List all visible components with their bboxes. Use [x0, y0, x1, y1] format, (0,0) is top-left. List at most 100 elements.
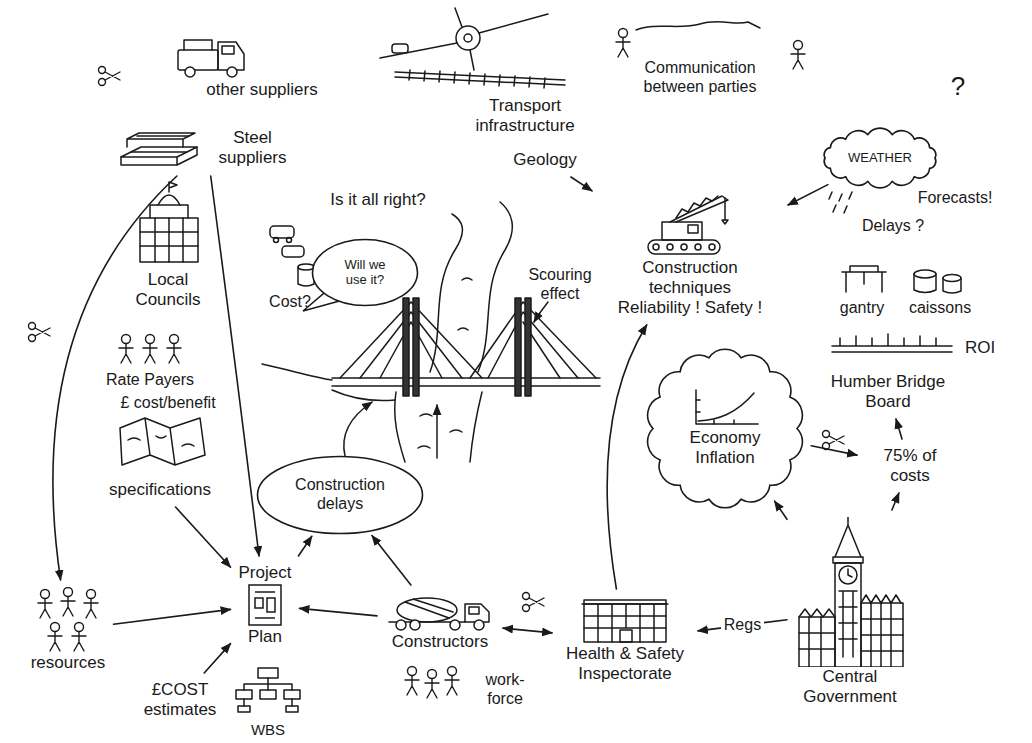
crane-icon: [640, 192, 740, 258]
people-figure: [445, 667, 459, 696]
bridge-deck-icon: [832, 334, 952, 352]
node-text: Will we use it?: [333, 257, 397, 287]
scissors-symbol: [823, 431, 845, 450]
annotation-text: ?: [951, 71, 965, 101]
bigben-icon: [861, 603, 903, 667]
connector-arrow: [298, 536, 311, 556]
node-text: Humber Bridge Board: [823, 372, 953, 412]
labelled-item: 75% of costs: [861, 443, 959, 489]
plan-icon: [255, 591, 275, 593]
annotation-text: Transport infrastructure: [465, 96, 585, 136]
labelled-item: £COST estimates: [134, 677, 227, 723]
rich-picture-illustration: [29, 8, 962, 712]
delay-arrow: [344, 402, 372, 456]
chart-icon: [696, 400, 734, 424]
node-subtext: Plan: [248, 627, 282, 647]
node-text: WEATHER: [848, 150, 912, 165]
transport-icon: [464, 34, 472, 42]
river: [395, 392, 482, 462]
crane-icon: [688, 225, 698, 233]
cloud-outline: [641, 344, 809, 513]
ellipse-node: Construction delays: [256, 455, 424, 535]
cloud-node: Economy Inflation: [641, 344, 809, 513]
crane-icon: [670, 196, 728, 222]
labelled-item: ProjectPlan: [235, 560, 296, 650]
people-figure: [616, 29, 630, 58]
council-building: [140, 182, 198, 262]
river: [418, 414, 462, 448]
node-text: £COST estimates: [138, 680, 223, 720]
bridge-illustration: [515, 298, 521, 396]
crane-icon: [648, 196, 728, 254]
truck-icon: [389, 598, 489, 630]
council-building: [158, 182, 180, 205]
annotation-text: work-force: [475, 671, 535, 708]
caisson-icon: [943, 275, 961, 282]
truck-icon: [222, 46, 234, 54]
crane-icon: [695, 244, 701, 250]
node-content: specifications: [105, 477, 215, 503]
truck-icon: [397, 598, 457, 622]
transport-icon: [392, 44, 408, 53]
river: [395, 202, 513, 462]
node-content: Constructors: [381, 589, 499, 655]
truck-icon: [405, 599, 453, 618]
caisson-icon: [914, 274, 936, 293]
node-text: Project: [239, 563, 292, 583]
crane-icon: [653, 244, 659, 250]
bubble-node: Will we use it?: [311, 238, 419, 307]
node-content: Economy Inflation: [676, 385, 774, 471]
cloud-shape: [648, 349, 803, 508]
wbs-tree: [238, 706, 250, 712]
annotation-text: Is it all right?: [330, 190, 425, 210]
connector-arrow: [204, 644, 230, 673]
truck-icon: [184, 40, 212, 50]
annotation-text: Local Councils: [128, 270, 208, 310]
node-content: Health & Safety Inspectorate: [556, 593, 694, 687]
people-figure: [791, 41, 805, 70]
annotation-text: gantry: [840, 299, 884, 318]
node-content: 75% of costs: [861, 443, 959, 489]
council-building: [140, 218, 198, 262]
node-text: Steel suppliers: [208, 128, 298, 168]
plan-icon: [245, 583, 285, 627]
steel-icon: [117, 127, 202, 169]
people-icon: [72, 623, 86, 652]
bigben-icon: [799, 609, 835, 667]
chart-icon: [696, 390, 758, 424]
annotation-text: Rate Payers: [106, 371, 194, 390]
connector-arrow: [114, 609, 231, 624]
node-text: Central Government: [795, 667, 905, 707]
crane-icon: [709, 244, 715, 250]
people-icon: [61, 588, 75, 617]
node-content: Central Government: [791, 514, 909, 710]
plan-icon: [249, 585, 281, 625]
plan-icon: [267, 598, 275, 612]
bridge-illustration: [262, 298, 600, 401]
specification-map: [120, 418, 205, 465]
crane-icon: [648, 240, 720, 254]
connector-arrow: [503, 628, 552, 633]
connector-arrow: [176, 507, 231, 567]
bigben-icon: [795, 517, 905, 667]
labelled-item: Humber Bridge Board: [819, 369, 957, 415]
wbs-tree: [244, 678, 292, 690]
bigben-icon: [835, 517, 861, 557]
specification-map: [120, 418, 205, 465]
edge-label: Regs: [721, 616, 764, 635]
bridge-illustration: [413, 298, 419, 396]
caisson-icon: [914, 270, 961, 293]
connector-arrow: [788, 185, 828, 205]
truck-icon: [227, 67, 237, 77]
truck-icon: [385, 592, 495, 632]
truck-icon: [385, 592, 495, 632]
connector-arrow: [607, 325, 647, 589]
bridge-illustration: [332, 378, 600, 386]
labelled-item: Health & Safety Inspectorate: [556, 593, 694, 687]
node-text: Economy Inflation: [680, 428, 770, 468]
node-text: Construction techniques: [600, 258, 780, 298]
caisson-icon: [943, 278, 961, 293]
rain-drops: [829, 192, 852, 213]
annotation-text: £ cost/benefit: [120, 394, 215, 413]
bigben-icon: [848, 569, 852, 577]
